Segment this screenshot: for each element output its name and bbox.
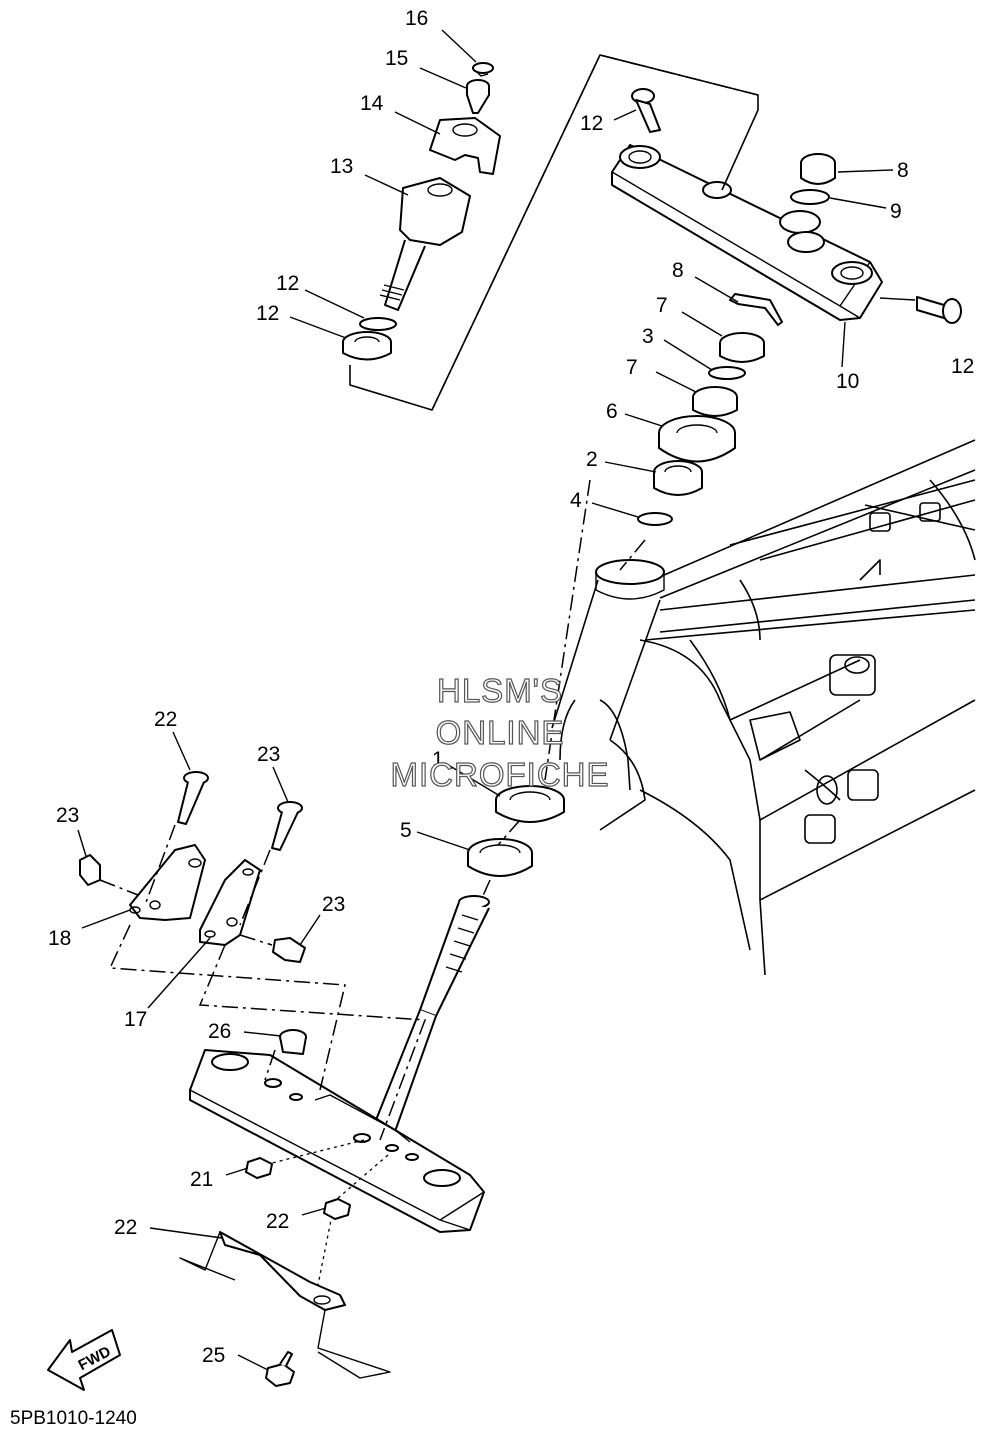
steering-stem	[369, 895, 490, 1141]
washer-10	[790, 189, 830, 205]
callout-16: 14	[360, 92, 384, 115]
callout-11: 10	[836, 370, 859, 393]
callout-13: 12	[256, 302, 279, 325]
bolt-22-left	[177, 771, 209, 825]
cap-26	[279, 1029, 307, 1055]
holder-lower-15	[379, 177, 471, 311]
callout-10: 9	[890, 200, 902, 223]
under-bracket	[189, 1049, 485, 1233]
callout-12-top: 12	[580, 112, 603, 135]
bolt-12-top	[631, 88, 661, 133]
seal-5	[467, 838, 533, 877]
leader-lines	[77, 29, 916, 1371]
diagram-code: 5PB1010-1240	[10, 1408, 137, 1429]
nut-9	[800, 153, 836, 185]
callout-23-left: 23	[56, 804, 79, 827]
frame-section	[551, 439, 976, 976]
ring-nut-7-lower	[692, 386, 738, 417]
bracket-20	[129, 844, 206, 921]
callout-26: 26	[208, 1020, 231, 1043]
clip-23-right	[272, 937, 306, 963]
cap-bolt-18	[472, 62, 494, 77]
callout-14: 12	[276, 272, 299, 295]
callout-22-right: 23	[257, 743, 280, 766]
callout-21-right: 22	[266, 1210, 289, 1233]
watermark-line-2: ONLINE	[436, 714, 565, 751]
callout-3: 3	[642, 325, 654, 348]
washer-4	[637, 512, 673, 526]
watermark: HLSM'S ONLINE MICROFICHE	[390, 671, 610, 793]
callout-25: 25	[202, 1344, 225, 1367]
washer-14	[359, 317, 397, 331]
callout-4: 4	[570, 489, 582, 512]
hose-guide-24	[179, 1231, 391, 1379]
bearing-2	[653, 460, 703, 496]
damper-13	[342, 331, 392, 361]
callout-5: 5	[400, 819, 412, 842]
ring-nut-7-upper	[719, 332, 765, 363]
bracket-19	[199, 859, 261, 946]
callout-22-left: 22	[154, 708, 177, 731]
callout-6: 6	[606, 400, 618, 423]
clip-23-left	[79, 854, 101, 886]
callout-8: 8	[672, 259, 684, 282]
callout-20: 18	[48, 927, 71, 950]
callout-17: 15	[385, 47, 408, 70]
holder-upper-16	[429, 117, 501, 175]
callout-7-lower: 7	[626, 356, 638, 379]
nut-21-left	[245, 1157, 273, 1179]
callout-18: 16	[405, 7, 428, 30]
callout-15: 13	[330, 155, 353, 178]
callout-9: 8	[897, 159, 909, 182]
watermark-line-3: MICROFICHE	[391, 756, 610, 793]
callout-19: 17	[124, 1008, 147, 1031]
cover-6	[658, 415, 736, 463]
washer-3	[708, 366, 746, 380]
callout-24: 22	[114, 1216, 137, 1239]
callout-21-left: 21	[190, 1168, 213, 1191]
callout-1: 1	[432, 748, 444, 771]
bolt-22-right	[271, 801, 303, 851]
fwd-arrow-icon: FWD	[47, 1329, 121, 1391]
bolt-17	[466, 79, 490, 114]
bolt-25	[265, 1351, 295, 1387]
callout-23-right: 23	[322, 893, 345, 916]
watermark-line-1: HLSM'S	[437, 672, 563, 709]
callout-7-upper: 7	[656, 294, 668, 317]
callout-2: 2	[586, 448, 598, 471]
bolt-12-right	[916, 296, 962, 324]
upper-bracket	[611, 144, 883, 321]
bearing-1	[495, 785, 565, 823]
lock-washer-8	[729, 293, 783, 326]
callouts: 16 15 14 13 12 12 12 8 9 12 10 8 7 3 7 6…	[48, 7, 974, 1367]
nut-21-right	[323, 1198, 351, 1220]
callout-12-right: 12	[951, 355, 974, 378]
